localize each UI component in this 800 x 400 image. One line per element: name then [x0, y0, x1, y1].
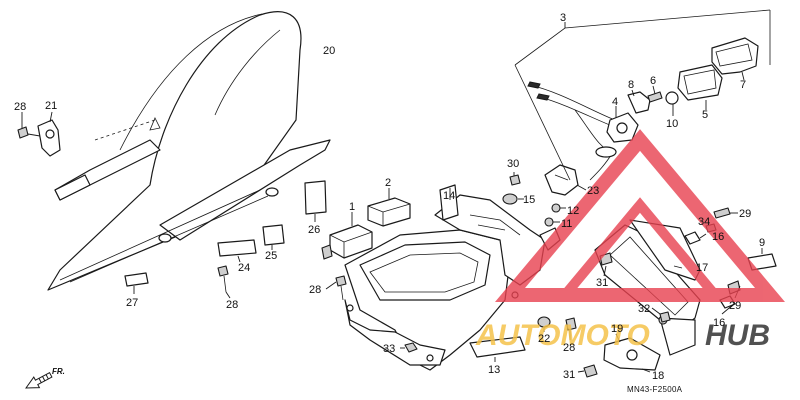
- callout-28d: 28: [563, 342, 575, 354]
- callout-11: 11: [561, 218, 572, 230]
- callout-23: 23: [587, 185, 599, 197]
- callout-28b: 28: [226, 299, 238, 311]
- callout-5: 5: [702, 109, 708, 121]
- callout-26: 26: [308, 224, 320, 236]
- callout-4: 4: [612, 96, 618, 108]
- callout-16a: 16: [712, 231, 724, 243]
- watermark-brand-right: HUB: [705, 319, 770, 352]
- callout-16b: 16: [713, 317, 725, 329]
- callout-31a: 31: [596, 277, 608, 289]
- callout-2: 2: [385, 177, 391, 189]
- watermark-brand-left: AUTOMOTO: [475, 319, 650, 352]
- callout-15: 15: [523, 194, 535, 206]
- callout-33: 33: [383, 343, 395, 355]
- callout-14: 14: [443, 190, 455, 202]
- callout-32: 32: [638, 303, 650, 315]
- callout-7: 7: [740, 79, 746, 91]
- relay-parts: [321, 188, 411, 260]
- inner-fender-tray-part: [344, 184, 561, 371]
- callout-1: 1: [349, 201, 355, 213]
- callout-12: 12: [567, 205, 579, 217]
- fender-bolt-part: [217, 265, 231, 299]
- callout-34: 34: [698, 216, 710, 228]
- callout-27: 27: [126, 297, 138, 309]
- callout-28c: 28: [309, 284, 321, 296]
- callout-6: 6: [650, 75, 656, 87]
- front-direction-arrow: [25, 371, 53, 389]
- callout-21: 21: [45, 100, 57, 112]
- callout-13: 13: [488, 364, 500, 376]
- callout-10: 10: [666, 118, 678, 130]
- reflector-film-part: [469, 336, 526, 362]
- callout-19: 19: [611, 323, 623, 335]
- callout-25: 25: [265, 250, 277, 262]
- callout-18: 18: [652, 370, 664, 382]
- front-direction-label: FR.: [52, 367, 65, 376]
- callout-29b: 29: [729, 300, 741, 312]
- callout-labels: 1 2 3 4 5 6 7 8 9 10 11 12 13 14 15 16 1…: [14, 12, 765, 382]
- callout-24: 24: [238, 262, 250, 274]
- callout-20: 20: [323, 45, 335, 57]
- caution-label-stickers: [124, 180, 327, 294]
- tray-bolt-part: [325, 275, 347, 301]
- license-light-group: [514, 9, 771, 181]
- callout-22: 22: [538, 333, 550, 345]
- callout-31b: 31: [563, 369, 575, 381]
- callout-28a: 28: [14, 101, 26, 113]
- callout-9: 9: [759, 237, 765, 249]
- rear-fender-part: [47, 11, 331, 291]
- clamp-bracket-part: [17, 111, 61, 157]
- grommet-parts: [502, 164, 587, 227]
- callout-8: 8: [628, 79, 634, 91]
- callout-3: 3: [560, 12, 566, 24]
- watermark-logo: [494, 129, 786, 302]
- callout-29a: 29: [739, 208, 751, 220]
- diagram-code: MN43-F2500A: [627, 385, 683, 394]
- callout-17: 17: [696, 262, 708, 274]
- nut-33-part: [400, 342, 418, 353]
- collar-22-part: [537, 316, 577, 340]
- callout-30: 30: [507, 158, 519, 170]
